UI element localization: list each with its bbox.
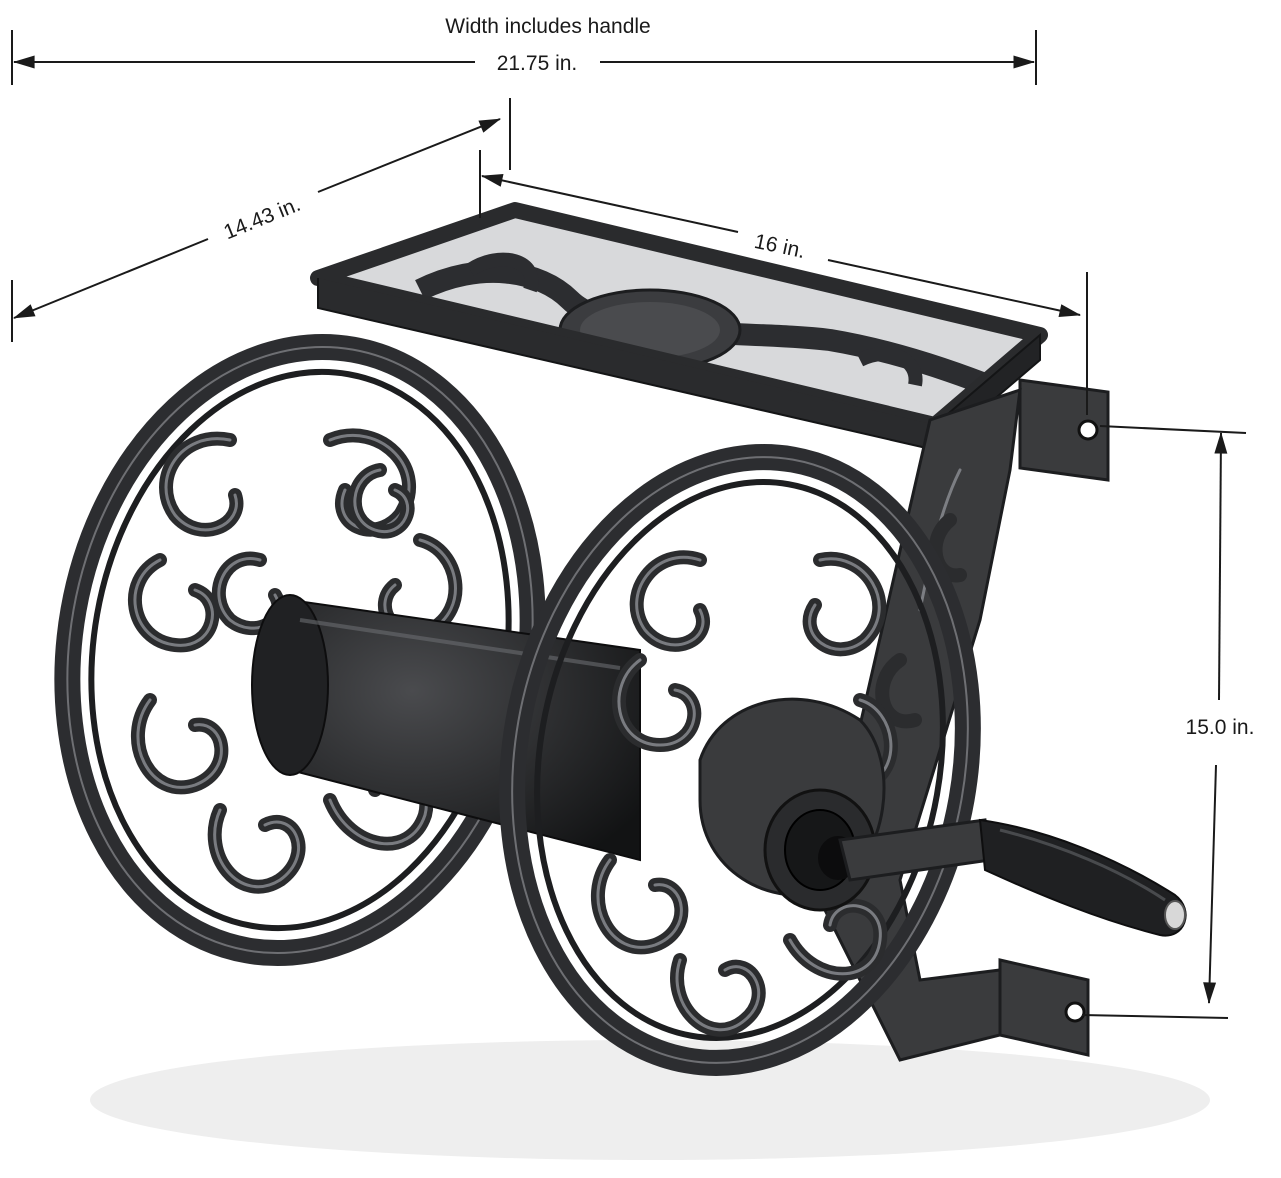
width-note-text: Width includes handle	[445, 15, 650, 38]
shelf-dimension-label: 16 in.	[752, 230, 807, 263]
reel-drum	[251, 594, 641, 862]
height-dimension-label: 15.0 in.	[1186, 716, 1255, 739]
floor-shadow	[90, 1040, 1210, 1160]
depth-dimension-label: 14.43 in.	[221, 193, 304, 245]
width-dimension-label: 21.75 in.	[497, 52, 578, 75]
width-dimension: 21.75 in.	[11, 30, 1037, 85]
crank-assembly	[698, 697, 1187, 937]
top-shelf	[310, 202, 1048, 453]
dimension-annotations: Width includes handle 21.75 in. 14.43 in…	[11, 15, 1255, 1019]
height-dimension: 15.0 in.	[1081, 425, 1255, 1019]
hose-reel-illustration	[54, 202, 1187, 1076]
